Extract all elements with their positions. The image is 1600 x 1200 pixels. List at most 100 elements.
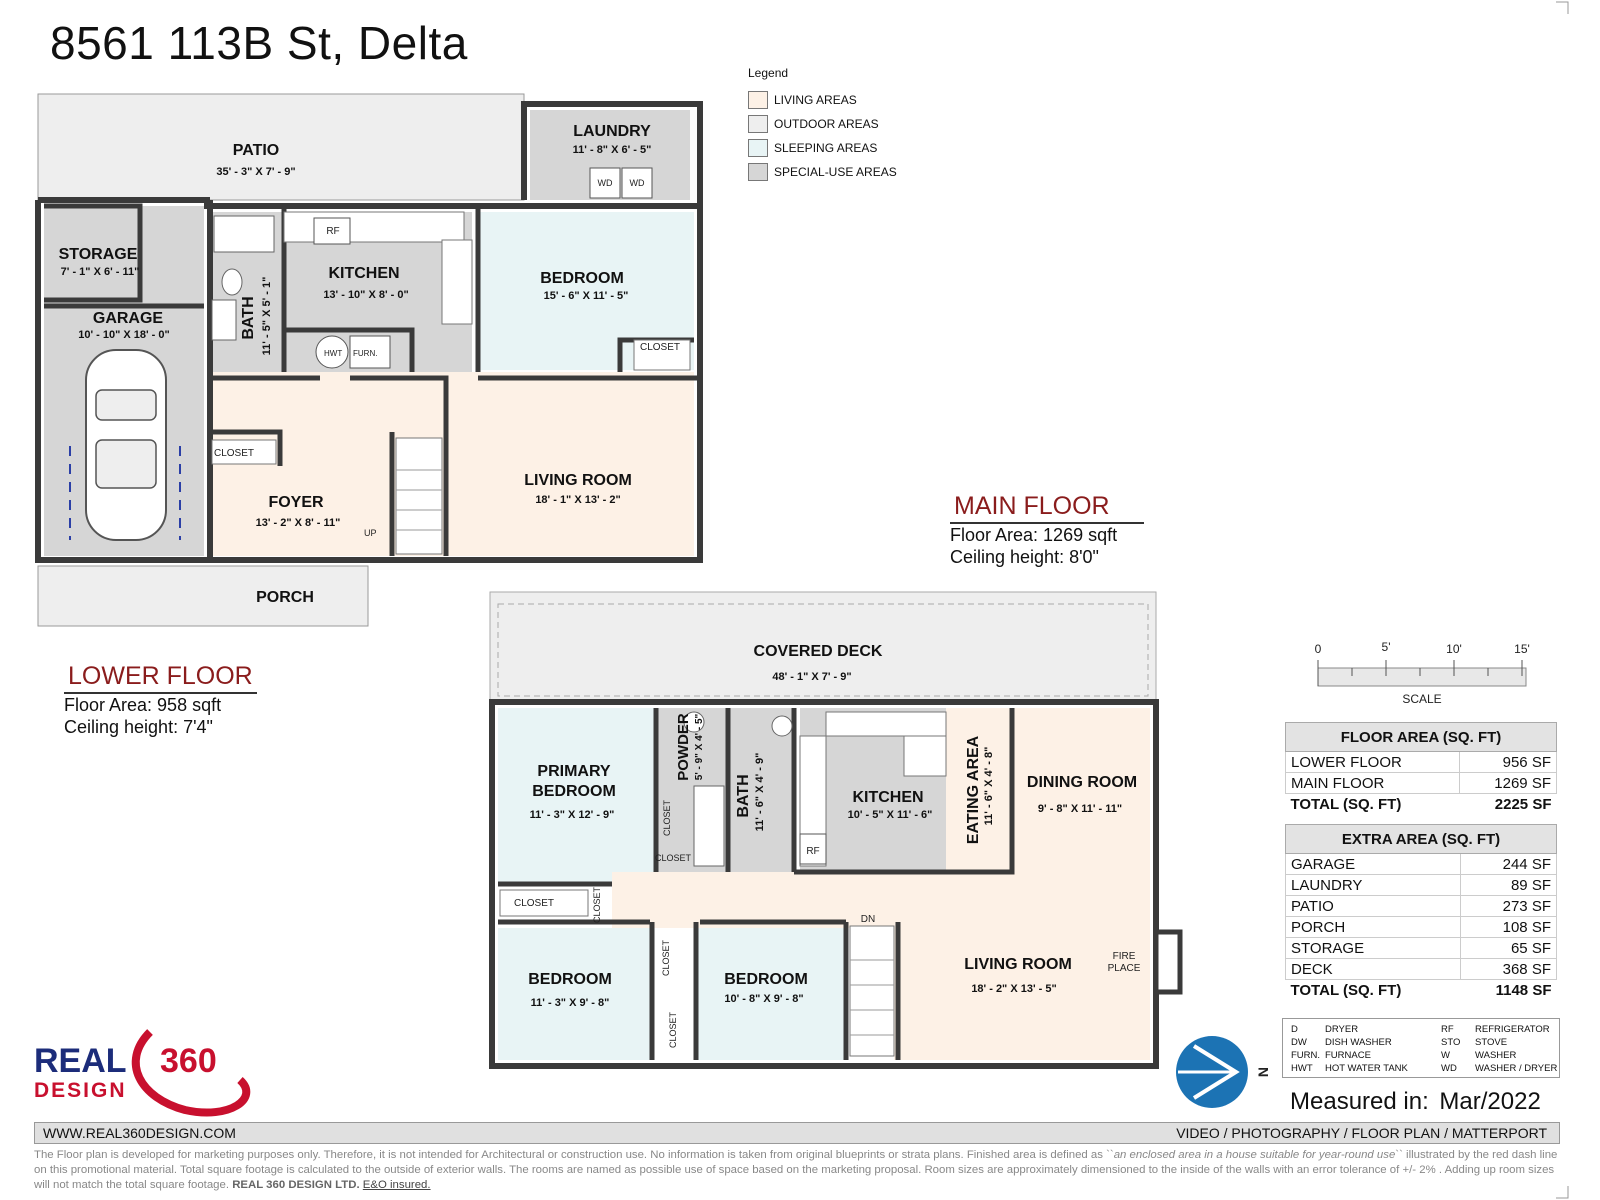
table-total-row: TOTAL (SQ. FT)2225 SF xyxy=(1290,795,1552,813)
porch-area xyxy=(37,565,369,627)
measured-value: Mar/2022 xyxy=(1439,1088,1541,1115)
shower-icon xyxy=(693,785,725,867)
garage-dims: 10' - 10" X 18' - 0" xyxy=(78,329,170,341)
washer-dryer-icon xyxy=(621,167,653,199)
main-stairs xyxy=(849,925,895,1057)
website-link[interactable]: WWW.REAL360DESIGN.COM xyxy=(43,1125,236,1141)
bedroom2-dims: 11' - 3" X 9' - 8" xyxy=(531,997,610,1009)
eo-insured-link[interactable]: E&O insured. xyxy=(362,1179,431,1191)
main-floor-info: MAIN FLOOR Floor Area: 1269 sqft Ceiling… xyxy=(950,492,1144,568)
closet-label: CLOSET xyxy=(640,342,680,353)
stairs-up-label: UP xyxy=(364,528,377,538)
legend-item-outdoor: OUTDOOR AREAS xyxy=(748,112,897,136)
powder-label: POWDER xyxy=(675,713,692,781)
bathtub xyxy=(213,215,275,253)
main-bath-label: BATH xyxy=(735,774,752,817)
closet-box xyxy=(633,339,691,371)
logo-text-real: REAL xyxy=(34,1042,127,1080)
legend-swatch xyxy=(748,163,768,181)
washer-dryer-icon xyxy=(589,167,621,199)
eating-area-dims: 11' - 6" X 4' - 8" xyxy=(983,747,995,826)
lower-floor-ceiling: Ceiling height: 7'4" xyxy=(64,717,213,737)
main-floor-area: Floor Area: 1269 sqft xyxy=(950,525,1118,545)
scale-tick-label: 0 xyxy=(1315,642,1322,656)
kitchen-counter xyxy=(441,239,473,325)
wd-label: WD xyxy=(630,178,645,188)
stairs-down-label: DN xyxy=(861,914,875,925)
lower-kitchen-label: KITCHEN xyxy=(328,265,399,282)
page-title: 8561 113B St, Delta xyxy=(50,17,468,69)
lower-floor-plan: PATIO 35' - 3" X 7' - 9" LAUNDRY 11' - 8… xyxy=(35,93,703,627)
toilet-icon xyxy=(683,711,705,733)
primary-bedroom-dims: 11' - 3" X 12' - 9" xyxy=(530,809,615,821)
laundry-label: LAUNDRY xyxy=(573,123,651,140)
dining-room-label: DINING ROOM xyxy=(1027,774,1137,791)
legend-swatch xyxy=(748,139,768,157)
main-floor-plan: COVERED DECK 48' - 1" X 7' - 9" PRIMARY … xyxy=(489,591,1183,1069)
legend-item-special: SPECIAL-USE AREAS xyxy=(748,160,897,184)
bedroom3-area xyxy=(696,928,846,1060)
bedroom3-label: BEDROOM xyxy=(724,971,808,988)
main-kitchen-dims: 10' - 5" X 11' - 6" xyxy=(848,809,933,821)
legend-item-sleeping: SLEEPING AREAS xyxy=(748,136,897,160)
footer-bar: WWW.REAL360DESIGN.COM VIDEO / PHOTOGRAPH… xyxy=(34,1122,1560,1144)
closet-box xyxy=(499,889,589,917)
measured-date: Measured in: Mar/2022 xyxy=(1290,1088,1541,1116)
table-total-row: TOTAL (SQ. FT)1148 SF xyxy=(1290,981,1552,999)
scale-tick-label: 5' xyxy=(1382,640,1391,654)
lower-kitchen-dims: 13' - 10" X 8' - 0" xyxy=(323,289,408,301)
dining-living-area xyxy=(946,708,1150,1060)
main-bath-dims: 11' - 6" X 4' - 9" xyxy=(754,753,766,832)
patio-area xyxy=(37,93,525,201)
scale-label: SCALE xyxy=(1402,692,1441,706)
closet-label: CLOSET xyxy=(668,1011,678,1048)
fridge-label: RF xyxy=(806,846,819,857)
extra-area-title: EXTRA AREA (SQ. FT) xyxy=(1285,824,1557,854)
corner-marks xyxy=(1556,1,1569,1199)
lower-interior-wall xyxy=(210,206,700,556)
main-bath-area xyxy=(656,708,794,872)
laundry-wall xyxy=(521,101,703,206)
lower-living-dims: 18' - 1" X 13' - 2" xyxy=(535,494,620,506)
scale-rect xyxy=(1317,667,1527,687)
scale-bar: 0 5' 10' 15' SCALE xyxy=(1315,640,1530,706)
legend-item-living: LIVING AREAS xyxy=(748,88,897,112)
compass-icon: N xyxy=(1176,1036,1271,1108)
lower-bedroom-dims: 15' - 6" X 11' - 5" xyxy=(544,290,629,302)
closet-box xyxy=(211,439,277,465)
hot-water-tank-icon xyxy=(315,335,349,369)
main-living-dims: 18' - 2" X 13' - 5" xyxy=(971,983,1056,995)
parking-lines xyxy=(69,446,181,540)
patio-label: PATIO xyxy=(233,142,280,159)
primary-bedroom-label: PRIMARY xyxy=(537,763,611,780)
lower-living-label: LIVING ROOM xyxy=(524,472,632,489)
main-kitchen-counter xyxy=(825,711,947,737)
lower-floor-area: Floor Area: 958 sqft xyxy=(64,695,222,715)
bedroom2-area xyxy=(498,928,652,1060)
fireplace xyxy=(1153,929,1183,995)
dining-room-dims: 9' - 8" X 11' - 11" xyxy=(1038,803,1122,815)
powder-dims: 5' - 9" X 4' - 5" xyxy=(694,713,705,780)
laundry-dims: 11' - 8" X 6' - 5" xyxy=(573,144,652,156)
stair-treads xyxy=(396,469,442,531)
covered-deck-area xyxy=(489,591,1157,701)
floor-area-title: FLOOR AREA (SQ. FT) xyxy=(1285,722,1557,752)
furnace-icon xyxy=(349,335,391,369)
legend-swatch xyxy=(748,115,768,133)
toilet-icon xyxy=(771,715,793,737)
main-interior-wall xyxy=(498,708,1015,1060)
closet-label: CLOSET xyxy=(655,853,692,863)
lower-stairs xyxy=(395,437,443,555)
sink-icon xyxy=(211,299,237,341)
measured-label: Measured in: xyxy=(1290,1088,1429,1115)
